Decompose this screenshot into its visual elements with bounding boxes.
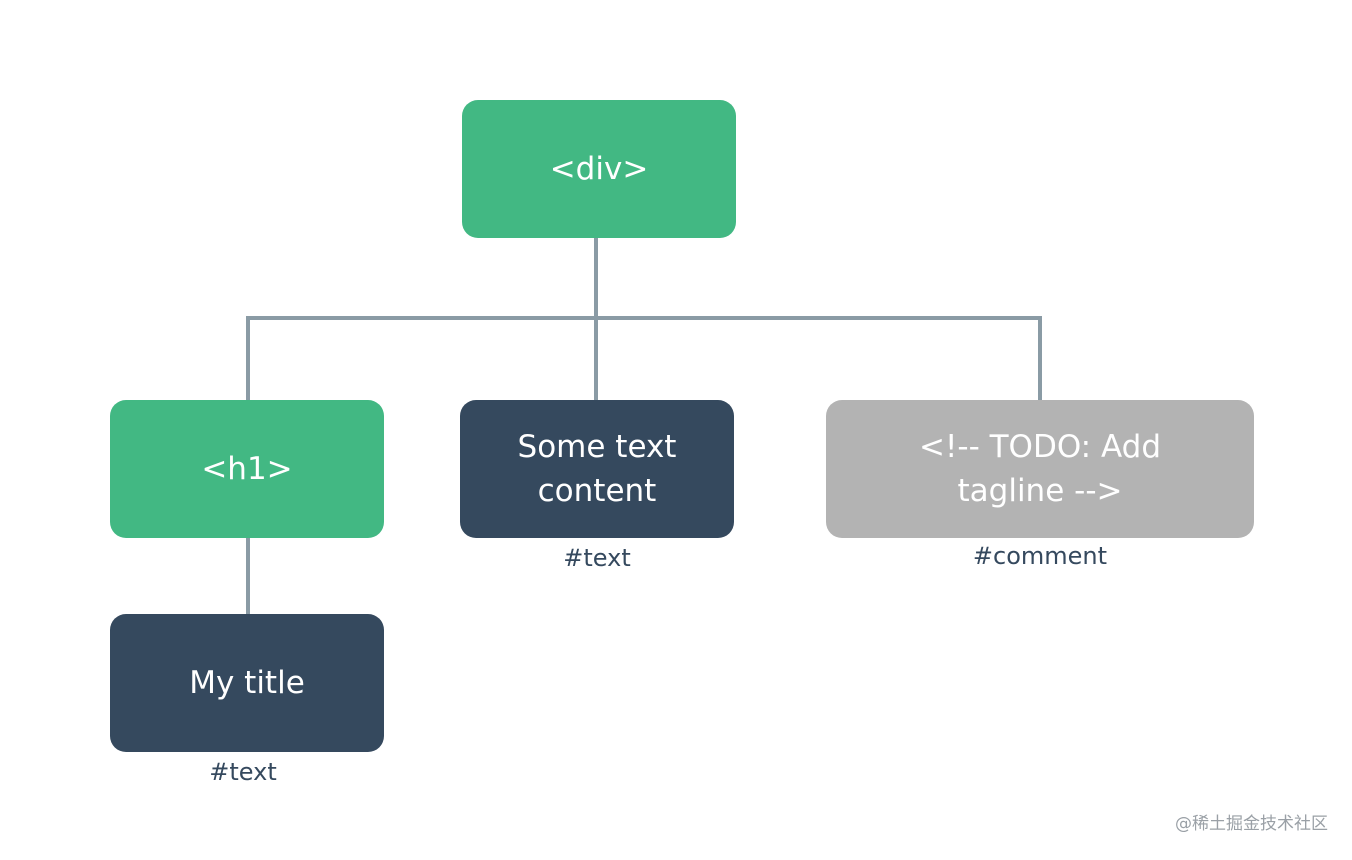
some-text-node-type-caption: #text: [563, 544, 631, 572]
my-title-text-node: My title: [110, 614, 384, 752]
comment-node: <!-- TODO: Add tagline -->: [826, 400, 1254, 538]
source-watermark: @稀土掘金技术社区: [1175, 814, 1328, 834]
my-title-node-type-caption: #text: [209, 758, 277, 786]
h1-element-node: <h1>: [110, 400, 384, 538]
div-element-node: <div>: [462, 100, 736, 238]
comment-node-type-caption: #comment: [972, 542, 1108, 570]
some-text-content-node: Some text content: [460, 400, 734, 538]
